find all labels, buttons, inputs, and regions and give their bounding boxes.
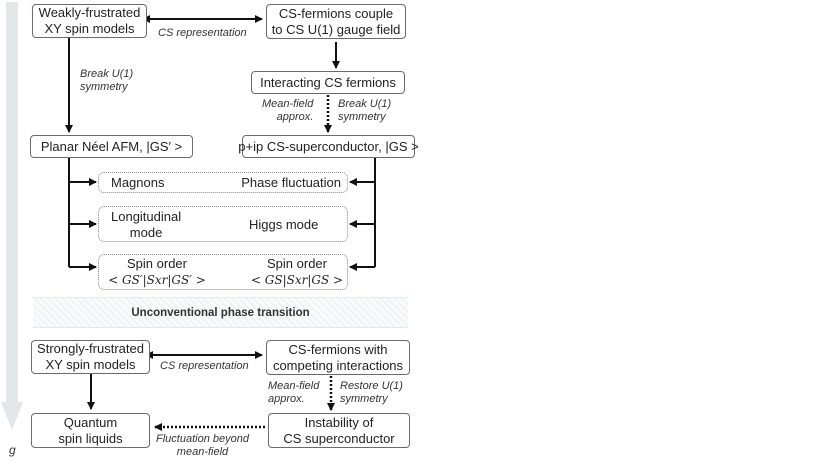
magnons-label: Magnons — [111, 175, 165, 190]
mean-field-top-line2: approx. — [276, 111, 314, 123]
longitudinal-row: Longitudinal mode Higgs mode — [98, 206, 348, 242]
spin-order-left-formula: < GS′|Sxr|GS′ > — [108, 273, 206, 287]
break-u1-label-left: Break U(1) symmetry — [80, 68, 133, 94]
spin-order-left-label: Spin order — [127, 256, 187, 271]
weakly-frustrated-box: Weakly-frustrated XY spin models — [32, 4, 147, 38]
planar-neel-box: Planar Néel AFM, |GS′ > — [30, 135, 193, 158]
mean-field-top-line1: Mean-field — [262, 98, 314, 110]
break-u1-right-line2: symmetry — [338, 111, 386, 123]
right-branch-connectors — [349, 158, 376, 271]
pip-superconductor-box: p+ip CS-superconductor, |GS > — [238, 135, 419, 158]
instability-line1: Instability of — [304, 414, 374, 430]
g-axis-label: g — [9, 443, 16, 457]
g-axis-arrow — [1, 2, 23, 430]
fluctuation-beyond-line2: mean-field — [176, 446, 229, 458]
restore-u1-label: Restore U(1) symmetry — [340, 380, 403, 406]
quantum-spin-liquids-line2: spin liquids — [58, 430, 123, 446]
instability-box: Instability of CS superconductor — [268, 413, 410, 448]
spin-order-row: Spin order < GS′|Sxr|GS′ > Spin order < … — [98, 254, 348, 290]
weakly-frustrated-line1: Weakly-frustrated — [38, 5, 141, 20]
mean-field-label-top: Mean-field approx. — [262, 98, 313, 124]
spin-order-left: Spin order < GS′|Sxr|GS′ > — [107, 256, 207, 288]
break-u1-left-line1: Break U(1) — [80, 68, 134, 80]
cs-fermions-competing-line1: CS-fermions with — [288, 341, 388, 357]
interacting-cs-fermions-box: Interacting CS fermions — [251, 71, 405, 94]
break-u1-left-line2: symmetry — [80, 81, 128, 93]
restore-u1-line1: Restore U(1) — [340, 380, 403, 392]
magnons-row: Magnons Phase fluctuation — [98, 172, 348, 193]
mean-field-bottom-line2: approx. — [268, 393, 305, 405]
strongly-frustrated-line1: Strongly-frustrated — [37, 341, 144, 356]
interacting-cs-fermions-label: Interacting CS fermions — [260, 74, 396, 90]
mean-field-bottom-line1: Mean-field — [268, 380, 320, 392]
longitudinal-line1: Longitudinal — [111, 209, 182, 224]
phase-fluctuation-label: Phase fluctuation — [241, 175, 341, 190]
cs-fermions-gauge-line2: to CS U(1) gauge field — [271, 21, 401, 37]
pip-superconductor-label: p+ip CS-superconductor, |GS > — [238, 138, 419, 154]
phase-transition-band: Unconventional phase transition — [33, 297, 408, 328]
break-u1-label-right: Break U(1) symmetry — [338, 98, 391, 124]
cs-representation-label-top: CS representation — [158, 27, 247, 39]
quantum-spin-liquids-box: Quantum spin liquids — [31, 413, 150, 448]
cs-representation-label-bottom: CS representation — [160, 360, 249, 372]
mean-field-label-bottom: Mean-field approx. — [268, 380, 319, 406]
instability-line2: CS superconductor — [283, 430, 395, 446]
phase-transition-label: Unconventional phase transition — [131, 306, 310, 319]
weakly-frustrated-line2: XY spin models — [44, 21, 135, 36]
strongly-frustrated-line2: XY spin models — [45, 357, 136, 372]
cs-fermions-competing-box: CS-fermions with competing interactions — [266, 340, 410, 375]
cs-fermions-competing-line2: competing interactions — [272, 357, 404, 373]
longitudinal-mode-label: Longitudinal mode — [111, 209, 181, 241]
strongly-frustrated-box: Strongly-frustrated XY spin models — [31, 340, 150, 374]
quantum-spin-liquids-line1: Quantum — [63, 414, 118, 430]
break-u1-right-line1: Break U(1) — [338, 98, 392, 110]
higgs-mode-label: Higgs mode — [249, 217, 319, 232]
spin-order-right: Spin order < GS|Sxr|GS > — [247, 256, 347, 288]
cs-fermions-gauge-line1: CS-fermions couple — [278, 5, 394, 21]
cs-fermions-gauge-box: CS-fermions couple to CS U(1) gauge fiel… — [266, 4, 406, 39]
longitudinal-line2: mode — [129, 225, 163, 240]
planar-neel-label: Planar Néel AFM, |GS′ > — [40, 138, 183, 154]
spin-order-right-formula: < GS|Sxr|GS > — [250, 273, 344, 287]
fluctuation-beyond-line1: Fluctuation beyond — [156, 433, 249, 445]
left-branch-connectors — [68, 158, 97, 271]
restore-u1-line2: symmetry — [340, 393, 388, 405]
spin-order-right-label: Spin order — [267, 256, 327, 271]
fluctuation-beyond-label: Fluctuation beyond mean-field — [156, 433, 249, 459]
